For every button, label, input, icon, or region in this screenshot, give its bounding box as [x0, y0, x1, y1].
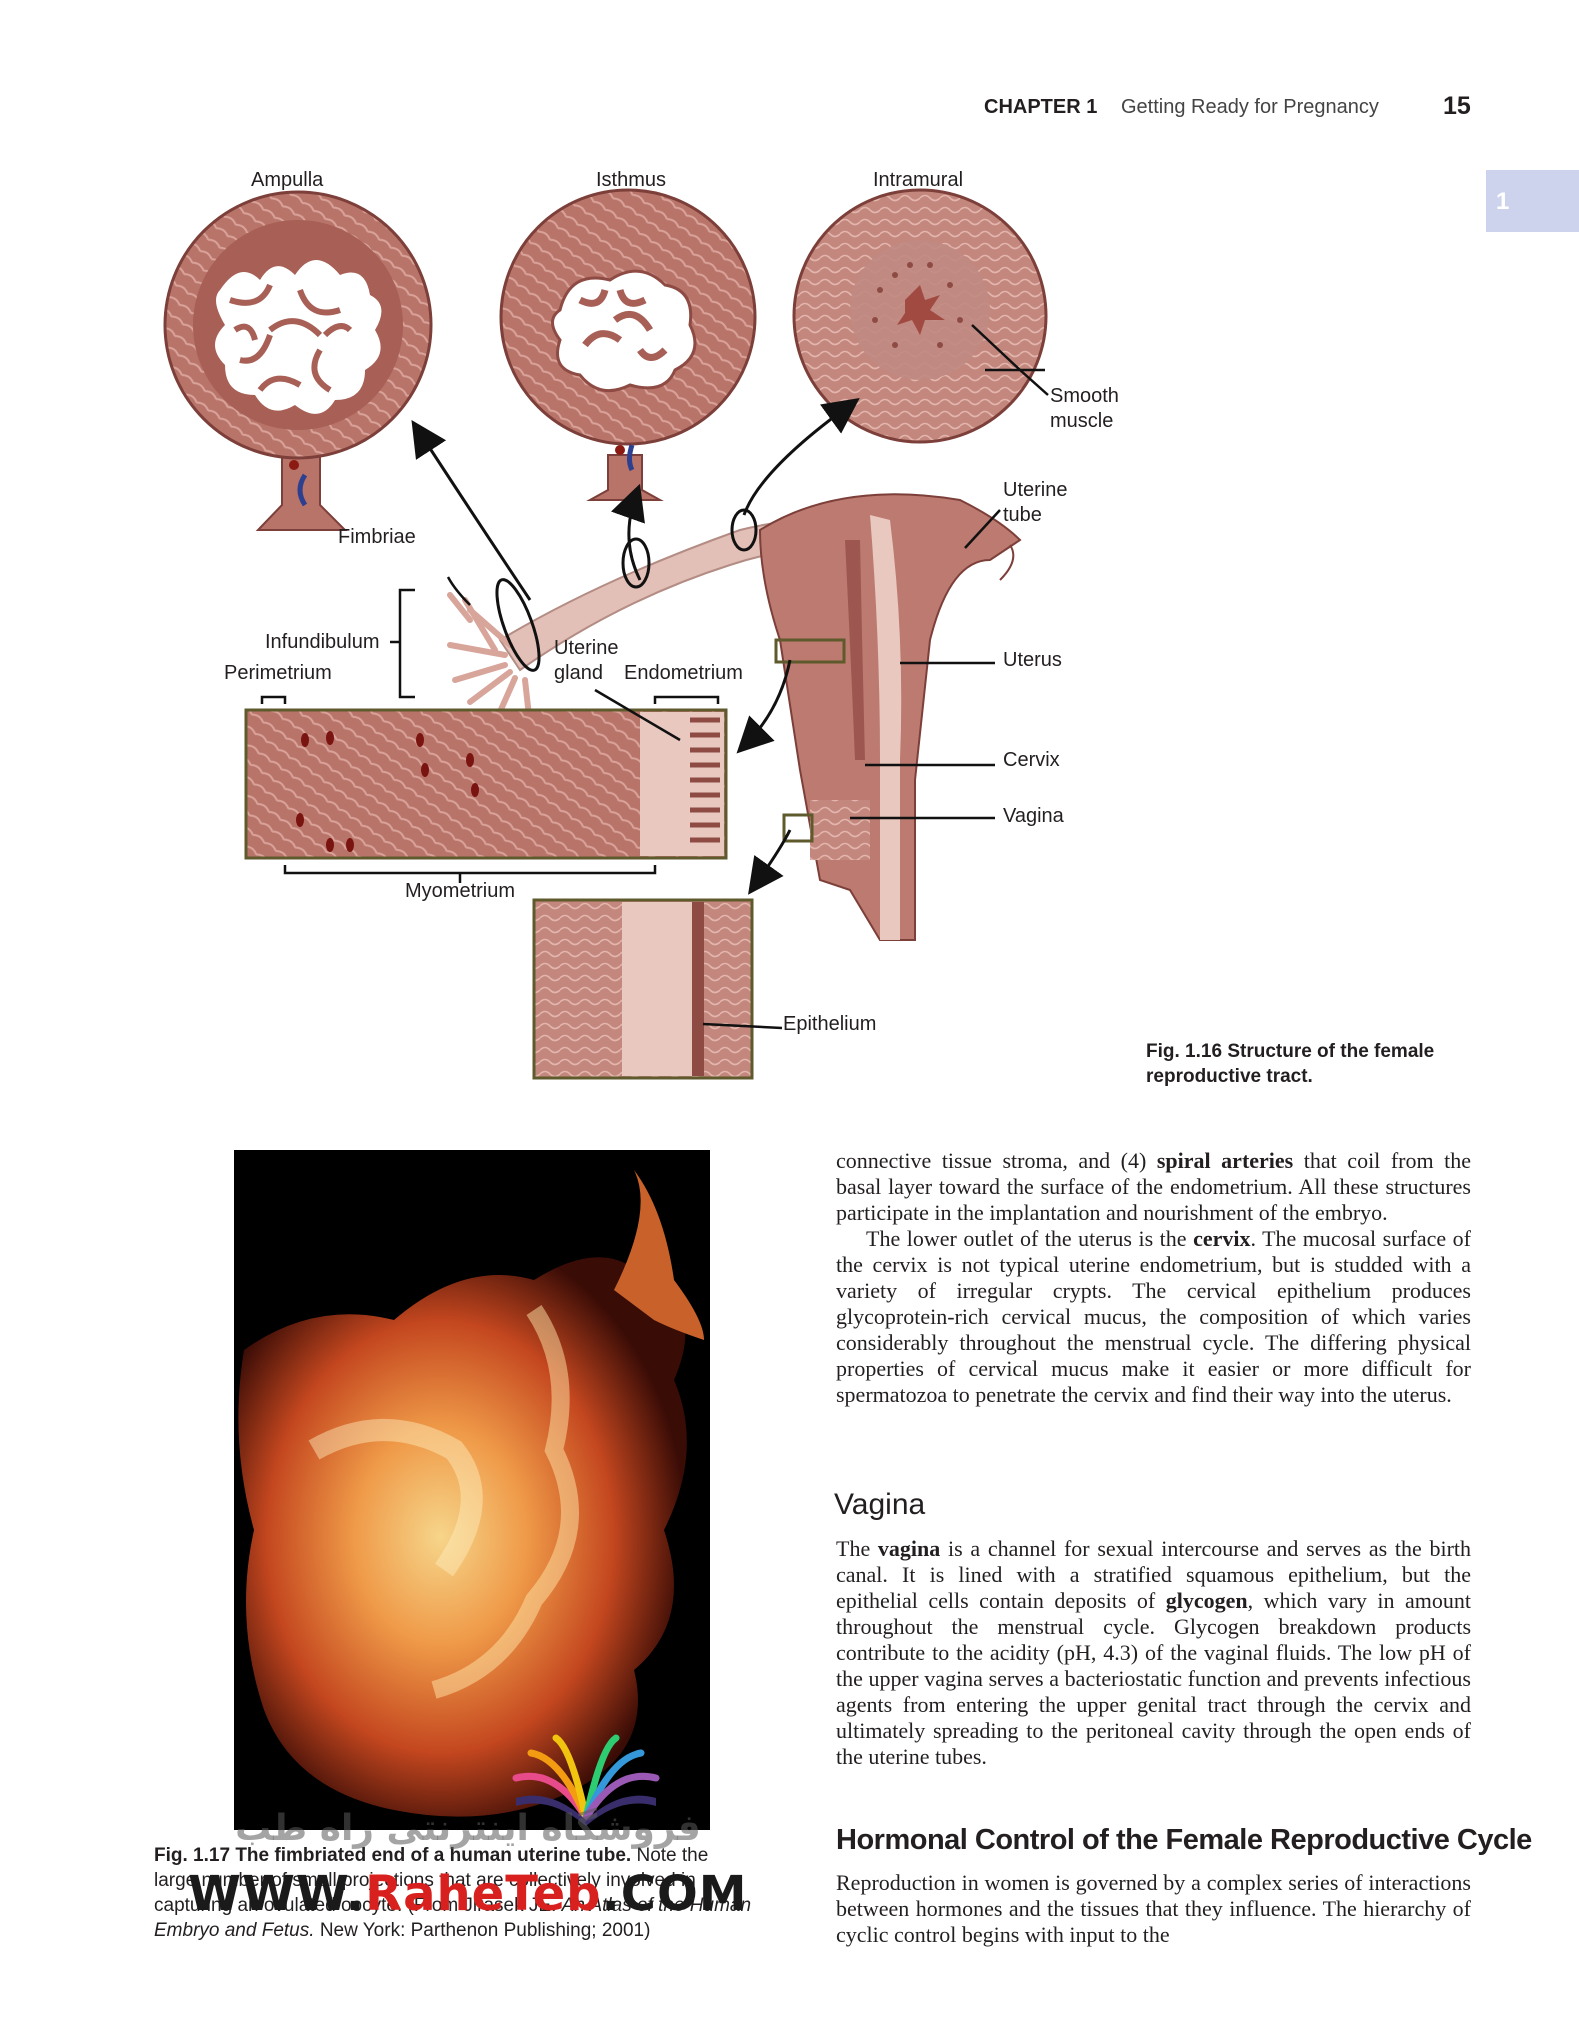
page-number: 15: [1443, 92, 1471, 120]
label-endometrium: Endometrium: [624, 662, 743, 684]
body-text-column-hormonal: Reproduction in women is governed by a c…: [836, 1870, 1471, 1948]
label-fimbriae: Fimbriae: [338, 526, 416, 548]
chapter-title: Getting Ready for Pregnancy: [1121, 96, 1379, 118]
term-cervix: cervix: [1193, 1226, 1251, 1251]
label-intramural: Intramural: [873, 169, 964, 191]
label-myometrium: Myometrium: [405, 880, 516, 902]
uterus: [758, 493, 1022, 941]
term-spiral-arteries: spiral arteries: [1156, 1148, 1294, 1173]
label-epithelium: Epithelium: [783, 1013, 877, 1035]
label-uterine-gland-1: Uterine: [554, 637, 619, 659]
label-ampulla: Ampulla: [251, 169, 324, 191]
para1-c: that coil from the basal layer toward th…: [836, 1148, 1471, 1225]
heading-hormonal-control: Hormonal Control of the Female Reproduct…: [836, 1824, 1532, 1856]
para2-a: The lower outlet of the uterus is the: [866, 1226, 1194, 1251]
watermark-url: WWW.RaheTeb.COM: [188, 1866, 748, 1922]
pointer-arrows: [411, 397, 860, 895]
watermark-url-suffix: .COM: [601, 1866, 748, 1922]
chapter-label: CHAPTER 1: [984, 96, 1098, 118]
body-text-column-upper: connective tissue stroma, and (4) spiral…: [836, 1148, 1471, 1408]
figure-1-17-caption-line-4a: Embryo and Fetus.: [154, 1920, 315, 1941]
label-infundibulum: Infundibulum: [265, 631, 380, 653]
figure-1-17-caption-line-4b: New York: Parthenon Publishing; 2001): [319, 1920, 651, 1941]
figure-1-17-caption: Fig. 1.17 The fimbriated end of a human …: [154, 1843, 794, 1943]
label-uterine-gland-2: gland: [554, 662, 603, 684]
label-isthmus: Isthmus: [596, 169, 667, 191]
label-smooth-muscle-2: muscle: [1050, 410, 1114, 432]
label-cervix: Cervix: [1003, 749, 1060, 771]
figure-1-17-caption-rest: Note the: [636, 1845, 709, 1866]
para3-a: The: [836, 1536, 878, 1561]
label-vagina: Vagina: [1003, 805, 1064, 827]
figure-1-17-caption-line-3a: capturing an ovulated oocyte. (From Jira…: [154, 1895, 557, 1916]
term-vagina: vagina: [877, 1536, 941, 1561]
label-uterine-tube-2: tube: [1003, 504, 1042, 526]
fimbriated-tube-photo: [234, 1150, 710, 1830]
heading-vagina: Vagina: [834, 1488, 926, 1521]
vaginal-wall-magnified: [532, 898, 754, 1080]
label-uterus: Uterus: [1003, 649, 1062, 671]
figure-1-17-caption-line-2: large number of small projections that a…: [154, 1870, 696, 1891]
figure-1-17-number: Fig. 1.17: [154, 1845, 231, 1866]
figure-1-16-caption-text-1: Structure of the female: [1227, 1041, 1435, 1062]
vagina-inset-marker: [782, 813, 814, 843]
paragraph-cervix: The lower outlet of the uterus is the ce…: [836, 1226, 1471, 1408]
para1-a: connective tissue stroma, and (4): [836, 1148, 1157, 1173]
reproductive-tract-illustration: [163, 188, 1049, 1080]
figure-1-16-number: Fig. 1.16: [1146, 1041, 1223, 1062]
intramural-cross-section: [792, 188, 1048, 444]
figure-1-16-caption-text-2: reproductive tract.: [1146, 1066, 1313, 1087]
para3-c: is a channel for sexual intercourse and …: [836, 1536, 1472, 1613]
chapter-thumb-tab: 1: [1486, 170, 1579, 232]
uterine-wall-magnified: [244, 708, 728, 860]
paragraph-spiral-arteries: connective tissue stroma, and (4) spiral…: [836, 1148, 1471, 1226]
label-uterine-tube-1: Uterine: [1003, 479, 1068, 501]
ampulla-cross-section: [163, 190, 433, 531]
para3-e: , which vary in amount throughout the me…: [836, 1588, 1471, 1769]
paragraph-hormonal: Reproduction in women is governed by a c…: [836, 1870, 1471, 1947]
body-text-column-vagina: The vagina is a channel for sexual inter…: [836, 1536, 1471, 1770]
para2-c: . The mucosal surface of the cervix is n…: [836, 1226, 1471, 1407]
chapter-thumb-number: 1: [1496, 188, 1510, 215]
isthmus-cross-section: [499, 188, 757, 501]
endometrium-inset-marker: [774, 638, 846, 664]
label-smooth-muscle-1: Smooth: [1050, 385, 1119, 407]
label-perimetrium: Perimetrium: [224, 662, 332, 684]
watermark-url-brand: RaheTeb: [365, 1866, 602, 1922]
figure-1-17-caption-line-3b: An Atlas of the Human: [561, 1895, 752, 1916]
term-glycogen: glycogen: [1165, 1588, 1248, 1613]
paragraph-vagina: The vagina is a channel for sexual inter…: [836, 1536, 1471, 1770]
figure-1-16-caption: Fig. 1.16 Structure of the female reprod…: [1146, 1039, 1476, 1089]
figure-1-17-caption-bold: The fimbriated end of a human uterine tu…: [235, 1845, 632, 1866]
book-logo-icon: [512, 1734, 660, 1826]
watermark-persian-text: فروشگاه اینترنتی راه طب: [235, 1808, 701, 1849]
leader-lines: [260, 324, 1049, 1030]
watermark-url-prefix: WWW.: [188, 1866, 366, 1922]
